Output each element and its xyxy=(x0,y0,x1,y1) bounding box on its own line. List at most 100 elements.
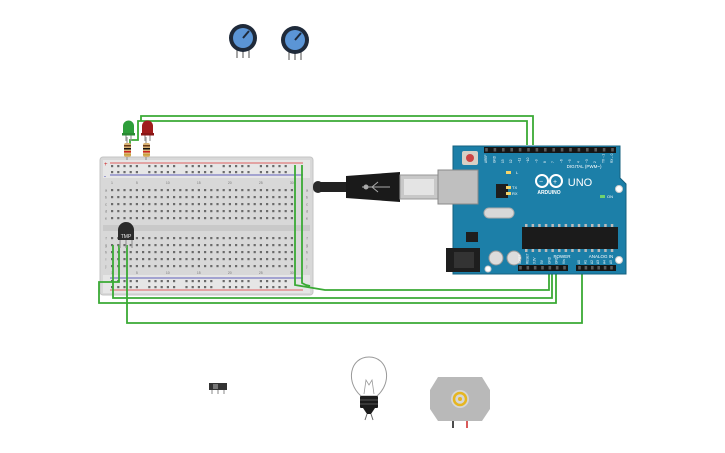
breadboard-hole[interactable] xyxy=(173,286,176,289)
breadboard-hole[interactable] xyxy=(185,258,188,261)
breadboard-hole[interactable] xyxy=(266,217,269,220)
breadboard-hole[interactable] xyxy=(216,237,219,240)
breadboard-hole[interactable] xyxy=(204,265,207,268)
breadboard-hole[interactable] xyxy=(123,265,126,268)
breadboard-hole[interactable] xyxy=(253,210,256,213)
breadboard-hole[interactable] xyxy=(228,203,231,206)
breadboard-hole[interactable] xyxy=(204,251,207,254)
breadboard-hole[interactable] xyxy=(204,258,207,261)
breadboard-hole[interactable] xyxy=(222,165,225,168)
breadboard-hole[interactable] xyxy=(259,280,262,283)
breadboard-hole[interactable] xyxy=(142,258,145,261)
breadboard-hole[interactable] xyxy=(235,280,238,283)
breadboard-hole[interactable] xyxy=(290,251,293,254)
breadboard-hole[interactable] xyxy=(135,258,138,261)
breadboard-hole[interactable] xyxy=(272,258,275,261)
breadboard-hole[interactable] xyxy=(179,217,182,220)
breadboard-hole[interactable] xyxy=(228,210,231,213)
led-green[interactable] xyxy=(122,120,135,141)
breadboard-hole[interactable] xyxy=(272,237,275,240)
breadboard-hole[interactable] xyxy=(142,237,145,240)
breadboard-hole[interactable] xyxy=(204,217,207,220)
breadboard-hole[interactable] xyxy=(278,244,281,247)
breadboard-hole[interactable] xyxy=(129,210,132,213)
breadboard-hole[interactable] xyxy=(241,244,244,247)
breadboard-hole[interactable] xyxy=(179,210,182,213)
breadboard-hole[interactable] xyxy=(259,171,262,174)
breadboard-hole[interactable] xyxy=(222,210,225,213)
breadboard-hole[interactable] xyxy=(210,265,213,268)
breadboard-hole[interactable] xyxy=(179,251,182,254)
breadboard-hole[interactable] xyxy=(290,258,293,261)
breadboard-hole[interactable] xyxy=(129,196,132,199)
breadboard-hole[interactable] xyxy=(241,251,244,254)
breadboard-hole[interactable] xyxy=(111,196,114,199)
breadboard-hole[interactable] xyxy=(173,189,176,192)
breadboard-hole[interactable] xyxy=(142,189,145,192)
breadboard-hole[interactable] xyxy=(135,217,138,220)
breadboard-hole[interactable] xyxy=(148,203,151,206)
digital-header[interactable] xyxy=(484,147,616,153)
breadboard-hole[interactable] xyxy=(166,265,169,268)
breadboard-hole[interactable] xyxy=(266,244,269,247)
breadboard-hole[interactable] xyxy=(129,165,132,168)
breadboard-hole[interactable] xyxy=(204,189,207,192)
breadboard-hole[interactable] xyxy=(272,217,275,220)
breadboard-hole[interactable] xyxy=(148,286,151,289)
breadboard-hole[interactable] xyxy=(160,280,163,283)
breadboard-hole[interactable] xyxy=(142,217,145,220)
breadboard-hole[interactable] xyxy=(191,237,194,240)
breadboard-hole[interactable] xyxy=(173,237,176,240)
breadboard-hole[interactable] xyxy=(272,171,275,174)
breadboard-hole[interactable] xyxy=(154,203,157,206)
breadboard-hole[interactable] xyxy=(160,237,163,240)
breadboard-hole[interactable] xyxy=(272,286,275,289)
breadboard-hole[interactable] xyxy=(123,244,126,247)
breadboard-hole[interactable] xyxy=(154,244,157,247)
breadboard-hole[interactable] xyxy=(222,280,225,283)
breadboard-hole[interactable] xyxy=(129,171,132,174)
breadboard-hole[interactable] xyxy=(166,210,169,213)
breadboard-hole[interactable] xyxy=(123,171,126,174)
breadboard-hole[interactable] xyxy=(123,217,126,220)
breadboard-hole[interactable] xyxy=(117,171,120,174)
breadboard-hole[interactable] xyxy=(148,280,151,283)
breadboard-hole[interactable] xyxy=(247,171,250,174)
breadboard-hole[interactable] xyxy=(166,258,169,261)
breadboard-hole[interactable] xyxy=(266,171,269,174)
breadboard-hole[interactable] xyxy=(129,244,132,247)
breadboard-hole[interactable] xyxy=(241,203,244,206)
breadboard-hole[interactable] xyxy=(111,203,114,206)
breadboard-hole[interactable] xyxy=(247,196,250,199)
breadboard-hole[interactable] xyxy=(272,189,275,192)
breadboard-hole[interactable] xyxy=(179,244,182,247)
breadboard-hole[interactable] xyxy=(123,210,126,213)
breadboard-hole[interactable] xyxy=(235,196,238,199)
breadboard-hole[interactable] xyxy=(235,210,238,213)
breadboard-hole[interactable] xyxy=(191,280,194,283)
breadboard-hole[interactable] xyxy=(142,265,145,268)
breadboard-hole[interactable] xyxy=(272,265,275,268)
usb-cable[interactable] xyxy=(313,172,439,202)
breadboard-hole[interactable] xyxy=(185,203,188,206)
breadboard-hole[interactable] xyxy=(259,258,262,261)
breadboard-hole[interactable] xyxy=(253,265,256,268)
breadboard-hole[interactable] xyxy=(148,258,151,261)
breadboard-hole[interactable] xyxy=(247,189,250,192)
breadboard-hole[interactable] xyxy=(247,280,250,283)
breadboard-hole[interactable] xyxy=(197,251,200,254)
breadboard-hole[interactable] xyxy=(241,286,244,289)
breadboard-hole[interactable] xyxy=(197,286,200,289)
breadboard-hole[interactable] xyxy=(135,189,138,192)
breadboard-hole[interactable] xyxy=(235,203,238,206)
breadboard-hole[interactable] xyxy=(166,165,169,168)
breadboard-hole[interactable] xyxy=(123,280,126,283)
breadboard-hole[interactable] xyxy=(284,258,287,261)
breadboard-hole[interactable] xyxy=(191,203,194,206)
breadboard-hole[interactable] xyxy=(135,237,138,240)
breadboard-hole[interactable] xyxy=(278,165,281,168)
breadboard-hole[interactable] xyxy=(129,286,132,289)
breadboard-hole[interactable] xyxy=(210,217,213,220)
breadboard-hole[interactable] xyxy=(278,265,281,268)
